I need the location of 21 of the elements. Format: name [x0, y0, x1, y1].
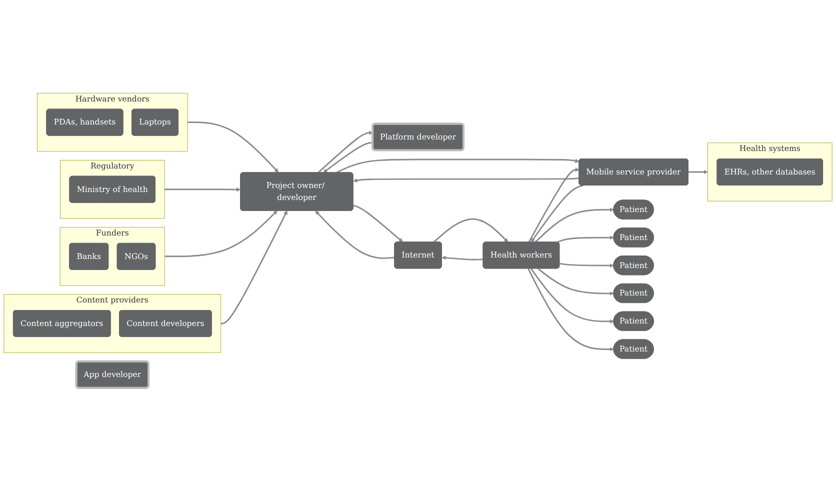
arrow [315, 210, 395, 259]
arrow [164, 210, 278, 258]
arrow [353, 204, 404, 242]
arrow [530, 268, 614, 324]
arrow [528, 168, 580, 243]
arrow [220, 210, 288, 324]
arrow [433, 218, 508, 243]
arrow [534, 208, 614, 243]
arrow [336, 158, 580, 174]
arrow [688, 170, 708, 174]
arrow [556, 236, 614, 243]
arrow [559, 262, 614, 268]
arrow [528, 268, 614, 352]
arrow [538, 268, 614, 296]
arrow [322, 142, 373, 173]
arrow [318, 130, 374, 174]
arrow [188, 122, 279, 173]
arrow [530, 184, 584, 242]
arrow [164, 187, 241, 192]
arrow [442, 256, 484, 260]
arrow [353, 178, 580, 182]
